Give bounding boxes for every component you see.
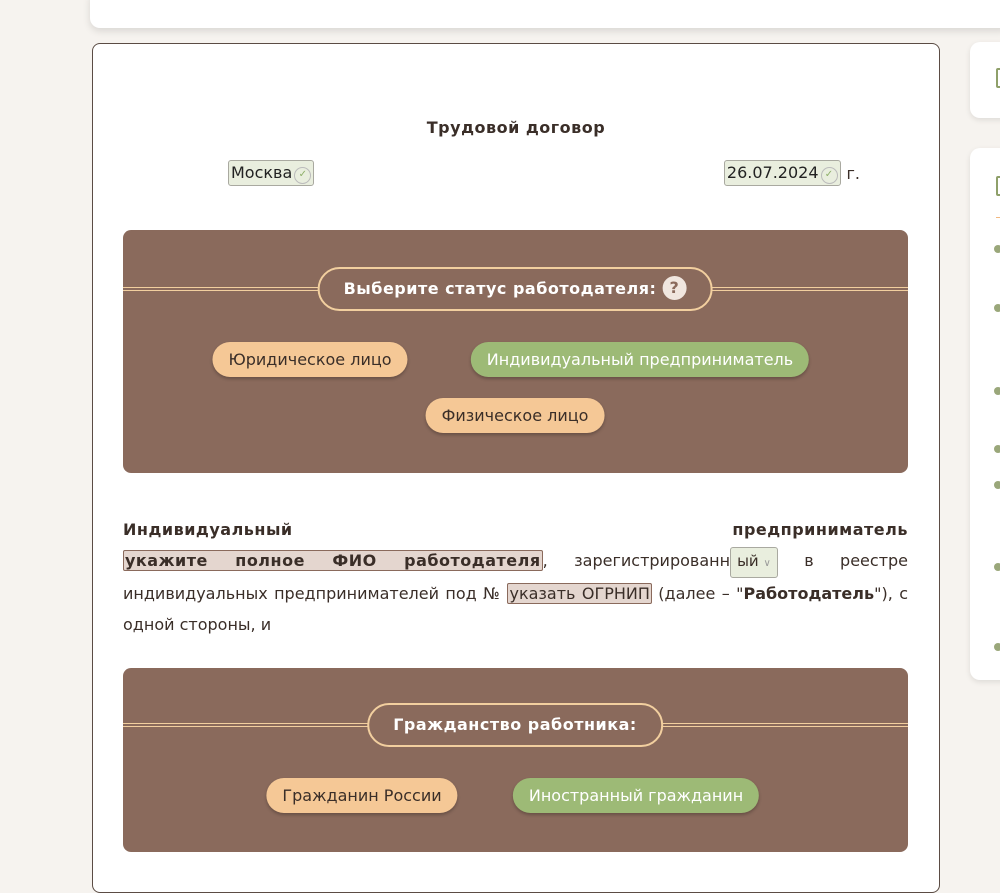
city-value: Москва <box>231 163 293 182</box>
text: (далее – " <box>651 584 744 603</box>
toc-bullet[interactable] <box>994 304 1000 312</box>
option-individual[interactable]: Физическое лицо <box>425 398 605 433</box>
help-icon[interactable]: ? <box>662 276 687 300</box>
employer-paragraph: Индивидуальный предприниматель укажите п… <box>123 514 908 640</box>
date-field[interactable]: 26.07.2024✓ <box>723 160 841 186</box>
side-panel-contents <box>970 148 1000 680</box>
document-title: Трудовой договор <box>426 118 606 137</box>
document-icon <box>996 68 1000 88</box>
toc-bullet[interactable] <box>994 445 1000 453</box>
citizenship-heading: Гражданство работника: <box>367 703 663 747</box>
suffix-value: ый <box>737 552 759 570</box>
toc-bullet[interactable] <box>994 563 1000 571</box>
toc-bullet[interactable] <box>994 481 1000 489</box>
year-suffix: г. <box>846 163 861 183</box>
ogrnip-input[interactable]: указать ОГРНИП <box>507 583 652 604</box>
option-russian-citizen[interactable]: Гражданин России <box>266 778 458 813</box>
city-field[interactable]: Москва✓ <box>228 160 315 186</box>
text: , зарегистрированн <box>542 551 731 570</box>
divider <box>996 217 1000 218</box>
option-legal-entity[interactable]: Юридическое лицо <box>212 342 408 377</box>
suffix-select[interactable]: ый ∨ <box>730 547 778 578</box>
side-panel-top <box>970 42 1000 118</box>
toc-bullet[interactable] <box>994 643 1000 651</box>
toc-bullet[interactable] <box>994 387 1000 395</box>
check-icon: ✓ <box>294 167 312 184</box>
check-icon: ✓ <box>820 167 838 184</box>
list-icon <box>996 176 1000 196</box>
heading-text: Выберите статус работодателя: <box>343 279 657 298</box>
employer-name-input[interactable]: укажите полное ФИО работодателя <box>123 550 543 571</box>
employer-status-heading: Выберите статус работодателя:? <box>317 267 713 311</box>
text: "), с одной стороны, и <box>123 584 909 634</box>
date-value: 26.07.2024 <box>726 163 819 182</box>
chevron-down-icon: ∨ <box>763 558 771 569</box>
top-bar <box>90 0 1000 28</box>
employer-status-panel: Выберите статус работодателя:? Юридическ… <box>123 230 908 473</box>
option-individual-entrepreneur[interactable]: Индивидуальный предприниматель <box>470 342 810 377</box>
citizenship-panel: Гражданство работника: Гражданин России … <box>123 668 908 852</box>
employer-term: Работодатель <box>743 584 875 603</box>
paragraph-lead: Индивидуальный предприниматель <box>123 520 908 539</box>
toc-bullet[interactable] <box>994 245 1000 253</box>
text: в реестре индивидуальных предпринимателе… <box>123 551 909 603</box>
date-row: 26.07.2024✓ г. <box>723 160 861 186</box>
option-foreign-citizen[interactable]: Иностранный гражданин <box>512 778 760 813</box>
